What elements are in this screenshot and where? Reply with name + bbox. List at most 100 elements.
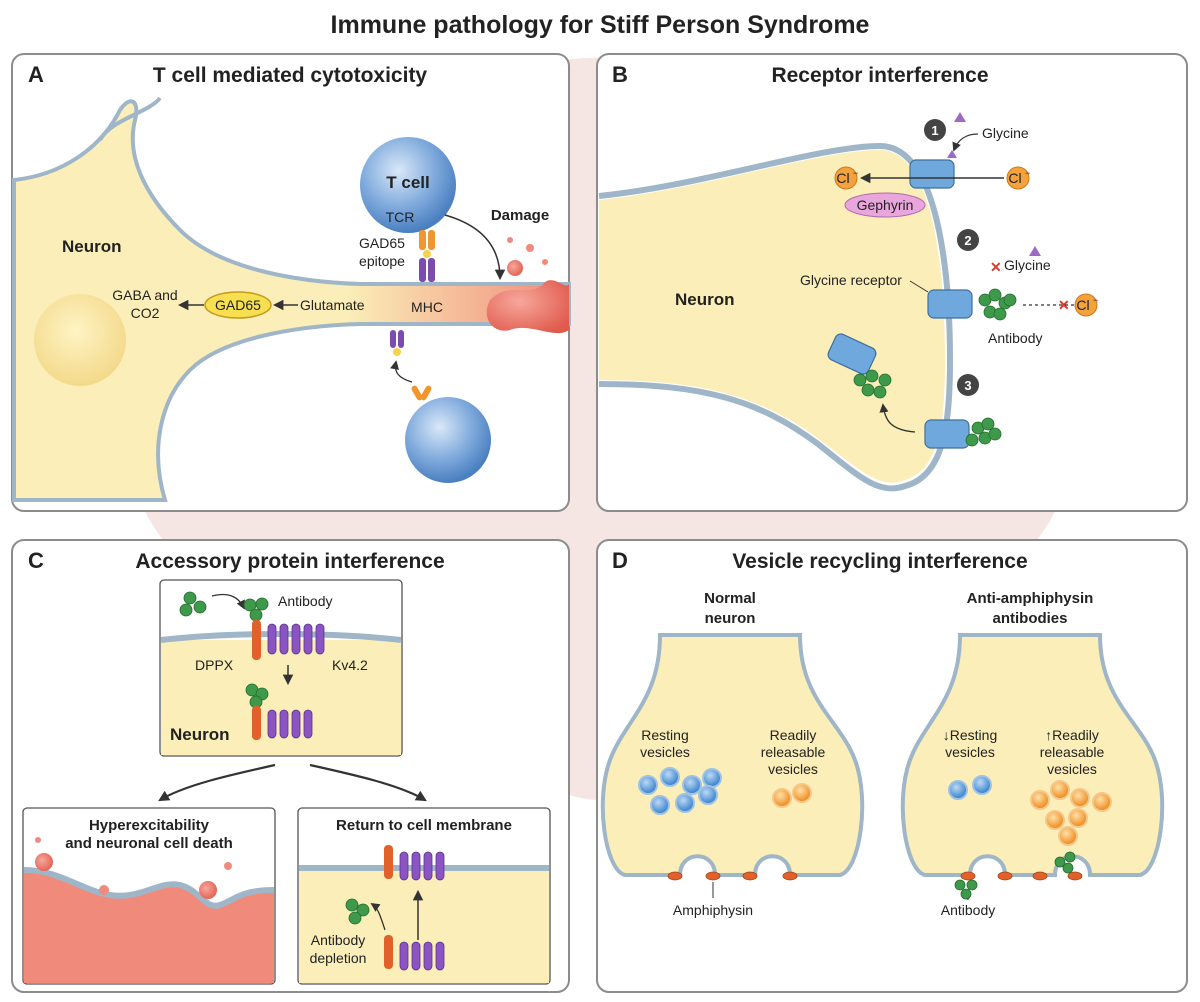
panel-b: B Receptor interference Neuron 1 2 3 Gly… bbox=[596, 53, 1188, 512]
antibody-step3 bbox=[965, 417, 1002, 447]
chloride-charge-blocked: − bbox=[1093, 295, 1098, 305]
tcr-label: TCR bbox=[386, 209, 415, 225]
up-readily-label-3: vesicles bbox=[1047, 761, 1097, 777]
damage-label: Damage bbox=[491, 207, 549, 224]
resting-vesicles-normal bbox=[638, 767, 722, 815]
outcome-left-label-2: and neuronal cell death bbox=[65, 835, 233, 852]
anti-amphiphysin-label-2: antibodies bbox=[992, 610, 1067, 627]
dppx-returned bbox=[384, 845, 393, 879]
antibody-free bbox=[179, 591, 207, 617]
neuron-cell-body bbox=[12, 96, 571, 502]
blocked-x-icon: ✕ bbox=[1058, 297, 1070, 313]
panel-c-title: Accessory protein interference bbox=[135, 550, 444, 573]
damaged-membrane bbox=[23, 867, 275, 909]
gaba-label-1: GABA and bbox=[112, 287, 177, 303]
amphiphysin-proteins-antibody bbox=[960, 871, 1083, 881]
gad65-epitope-label-2: epitope bbox=[359, 253, 405, 269]
panel-d-letter: D bbox=[612, 548, 628, 573]
chloride-label-outside: Cl bbox=[1008, 170, 1021, 186]
glycine-blocked-label: Glycine bbox=[1004, 257, 1051, 273]
step-3-badge bbox=[957, 374, 979, 396]
step-2-label: 2 bbox=[964, 233, 971, 248]
glycine-label: Glycine bbox=[982, 125, 1029, 141]
mhc-on-membrane bbox=[390, 330, 404, 356]
blocked-x-icon: ✕ bbox=[990, 259, 1002, 275]
resting-vesicles-label-2: vesicles bbox=[640, 744, 690, 760]
dppx-recycling bbox=[384, 935, 393, 969]
gaba-label-2: CO2 bbox=[131, 305, 160, 321]
free-tcr bbox=[411, 385, 432, 401]
outcome-right-label: Return to cell membrane bbox=[336, 817, 512, 834]
antibody-label-c: Antibody bbox=[278, 593, 332, 609]
dppx-protein bbox=[252, 620, 261, 660]
panel-a-letter: A bbox=[28, 62, 44, 87]
inset-neuron-label: Neuron bbox=[170, 725, 230, 744]
up-readily-label-2: releasable bbox=[1040, 744, 1105, 760]
antibody-label: Antibody bbox=[988, 330, 1042, 346]
damage-droplet bbox=[224, 862, 232, 870]
glycine-icon-blocked bbox=[1029, 246, 1041, 256]
kv42-internalized bbox=[267, 709, 313, 739]
releasable-vesicles-normal bbox=[772, 783, 812, 808]
internalization-arrow bbox=[879, 403, 916, 433]
antibody-internalized-c bbox=[245, 683, 269, 709]
damage-droplet bbox=[199, 881, 217, 899]
tcr-mhc-complex bbox=[419, 230, 435, 282]
gad65-label: GAD65 bbox=[215, 297, 261, 313]
gad65-enzyme bbox=[204, 291, 272, 319]
dppx-internalized bbox=[252, 706, 261, 740]
releasable-vesicles-antibody bbox=[1030, 780, 1112, 846]
chloride-charge-inside: − bbox=[853, 168, 858, 178]
glycine-receptor-blocked bbox=[927, 289, 973, 319]
kv42-returned bbox=[399, 851, 445, 881]
antibody-bound bbox=[978, 288, 1017, 321]
step-2-badge bbox=[957, 229, 979, 251]
panel-a-title: T cell mediated cytotoxicity bbox=[153, 64, 428, 87]
neuron-terminal bbox=[599, 150, 945, 483]
outcome-arrow-right bbox=[309, 763, 427, 802]
glycine-receptor-step3 bbox=[924, 419, 970, 449]
amphiphysin-proteins-normal bbox=[667, 871, 798, 881]
glutamate-label: Glutamate bbox=[300, 297, 365, 313]
chloride-label-blocked: Cl bbox=[1076, 297, 1089, 313]
panel-b-neuron-label: Neuron bbox=[675, 290, 735, 309]
antibody-depletion-label-2: depletion bbox=[310, 950, 367, 966]
panel-d: D Vesicle recycling interference Normal … bbox=[596, 539, 1188, 993]
up-readily-label-1: ↑Readily bbox=[1045, 727, 1099, 743]
t-cell-lower bbox=[405, 397, 491, 483]
t-cell-label: T cell bbox=[386, 173, 429, 192]
neuron-membrane bbox=[598, 142, 954, 492]
chloride-charge-outside: − bbox=[1025, 168, 1030, 178]
antibody-label-d: Antibody bbox=[941, 902, 995, 918]
glycine-receptor-label: Glycine receptor bbox=[800, 272, 902, 288]
step-3-label: 3 bbox=[964, 378, 971, 393]
normal-neuron-label-1: Normal bbox=[704, 590, 756, 607]
damage-droplet bbox=[542, 259, 548, 265]
panel-d-title: Vesicle recycling interference bbox=[732, 550, 1027, 573]
panel-c-letter: C bbox=[28, 548, 44, 573]
down-resting-label-2: vesicles bbox=[945, 744, 995, 760]
damage-droplet bbox=[507, 260, 523, 276]
chloride-label-inside: Cl bbox=[836, 170, 849, 186]
gephyrin-label: Gephyrin bbox=[857, 197, 914, 213]
panel-b-title: Receptor interference bbox=[771, 64, 988, 87]
t-cell bbox=[360, 137, 456, 233]
panel-a-neuron-label: Neuron bbox=[62, 237, 122, 256]
kv42-channel bbox=[267, 623, 325, 655]
normal-neuron-label-2: neuron bbox=[705, 610, 756, 627]
damage-arrow bbox=[444, 214, 506, 281]
gad65-epitope-label-1: GAD65 bbox=[359, 235, 405, 251]
anti-amphiphysin-label-1: Anti-amphiphysin bbox=[967, 590, 1094, 607]
damage-droplet bbox=[507, 237, 513, 243]
antibody-depleted bbox=[345, 898, 370, 925]
antibody-internalized bbox=[853, 369, 892, 399]
glycine-bound-icon bbox=[947, 150, 957, 158]
depletion-arrow bbox=[370, 902, 386, 931]
glycine-receptor-leader bbox=[909, 280, 929, 293]
gephyrin bbox=[844, 192, 926, 218]
mhc-label: MHC bbox=[411, 299, 443, 315]
kv42-recycling bbox=[399, 941, 445, 971]
chloride-ion-blocked bbox=[1074, 293, 1098, 317]
glycine-receptor-open bbox=[909, 159, 955, 189]
outcome-left-label-1: Hyperexcitability bbox=[89, 817, 210, 834]
